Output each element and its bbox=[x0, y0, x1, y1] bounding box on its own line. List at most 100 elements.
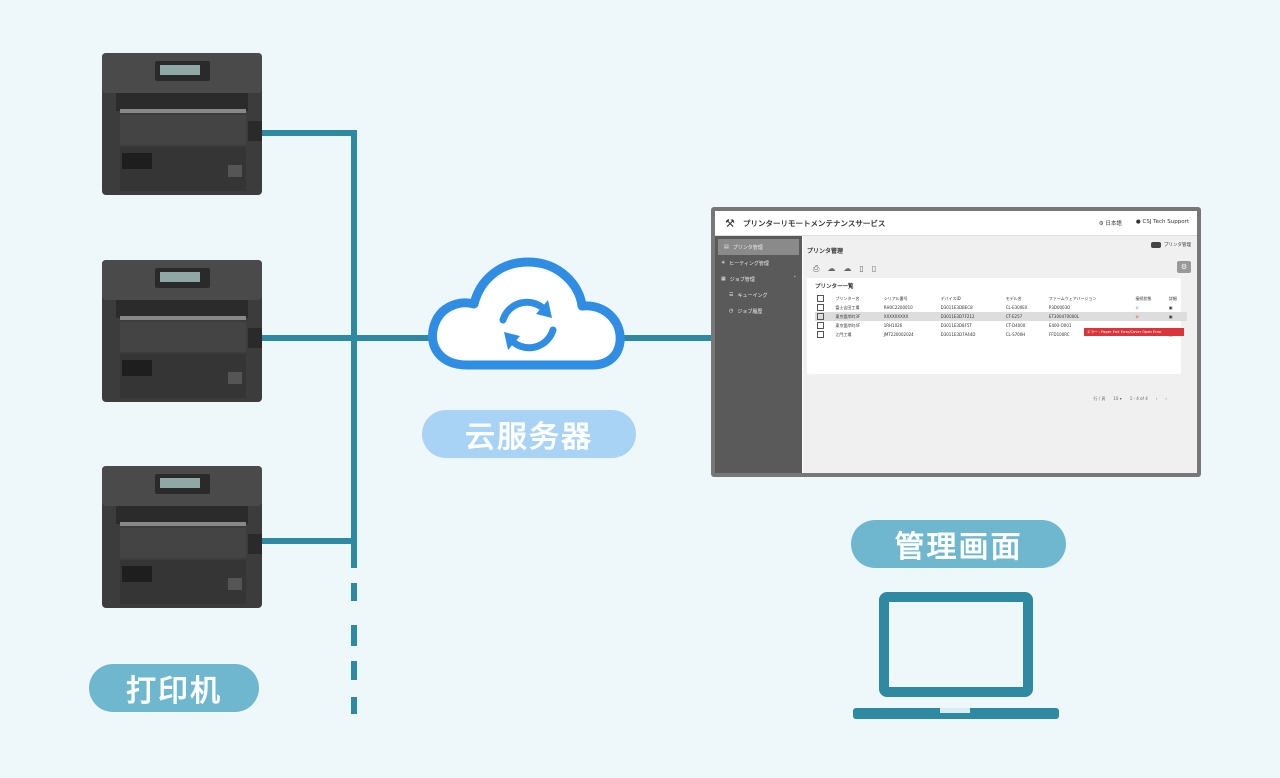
cloud-upload-icon[interactable]: ☁ bbox=[827, 264, 836, 273]
printer-list-panel: プリンター一覧 プリンター名 シリアル番号 デバイスID モデル名 ファームウェ… bbox=[807, 278, 1187, 401]
cell-device: D3011E3DBEC8 bbox=[940, 305, 973, 310]
column-header: デバイスID bbox=[940, 295, 961, 301]
cell-name: 東京霊岸町3F bbox=[833, 312, 882, 321]
cell-firmware: FFD100RC bbox=[1048, 332, 1070, 337]
prev-page-icon[interactable]: ‹ bbox=[1155, 396, 1158, 401]
row-checkbox[interactable] bbox=[815, 312, 834, 321]
sidebar-label: ジョブ履歴 bbox=[737, 308, 763, 315]
toggle-switch[interactable] bbox=[1151, 242, 1161, 248]
printer-table: プリンター名 シリアル番号 デバイスID モデル名 ファームウェアバージョン 接… bbox=[815, 294, 1187, 339]
cloud-download-icon[interactable]: ☁ bbox=[843, 264, 852, 273]
app-title: プリンターリモートメンテナンスサービス bbox=[743, 218, 886, 228]
sidebar-item-jobs[interactable]: ▦ジョブ管理 ˄ bbox=[715, 271, 802, 287]
column-header: 詳細 bbox=[1168, 295, 1177, 301]
file-settings-icon[interactable]: ▯ bbox=[871, 264, 877, 273]
error-tooltip: エラー : Paper End Error/Cover Open Error bbox=[1084, 328, 1184, 336]
language-label: 日本語 bbox=[1105, 221, 1122, 227]
cell-model: CL-E300EX bbox=[1005, 305, 1028, 310]
sidebar-label: プリンタ管理 bbox=[732, 244, 763, 251]
column-header: シリアル番号 bbox=[883, 295, 908, 301]
printer-1 bbox=[102, 53, 262, 195]
job-icon: ▦ bbox=[721, 276, 726, 282]
sync-icon bbox=[499, 298, 557, 352]
snowflake-icon: ✳ bbox=[721, 260, 726, 266]
settings-button[interactable]: ⚙ bbox=[1177, 261, 1191, 273]
monitor: ⚒ プリンターリモートメンテナンスサービス ⚙ 日本語 ● CSJ Tech S… bbox=[711, 207, 1201, 477]
print-icon[interactable]: ⎙ bbox=[813, 264, 820, 273]
cell-firmware: E400-O001 bbox=[1048, 323, 1072, 328]
cell-name: 東京霊岸町4F bbox=[835, 322, 861, 328]
row-checkbox[interactable] bbox=[815, 321, 833, 330]
printer-3 bbox=[102, 466, 262, 608]
chevron-up-icon: ˄ bbox=[793, 276, 797, 282]
toggle-label: プリンタ管理 bbox=[1164, 243, 1191, 248]
cell-device: D3011E3D7F212 bbox=[938, 312, 1004, 321]
printers-label: 打印机 bbox=[89, 664, 259, 712]
column-header[interactable]: プリンター名 bbox=[835, 295, 860, 301]
sidebar-item-heating[interactable]: ✳ヒーティング管理 bbox=[715, 255, 802, 271]
rows-per-page-value: 10 bbox=[1113, 396, 1119, 401]
table-header: プリンター名 シリアル番号 デバイスID モデル名 ファームウェアバージョン 接… bbox=[815, 294, 1187, 303]
user-name: CSJ Tech Support bbox=[1142, 219, 1189, 225]
cell-name: 江門工場 bbox=[835, 331, 852, 337]
sidebar-item-history[interactable]: ◷ジョブ履歴 bbox=[715, 303, 802, 319]
table-row[interactable]: 東京霊岸町4F 1RH1026 D3011E3D8F5T CT-D4000 E4… bbox=[815, 321, 1187, 330]
cell-serial: RH0C2200010 bbox=[883, 305, 913, 310]
sidebar-label: キューイング bbox=[737, 292, 768, 299]
status-ok-icon: ⊘ bbox=[1135, 305, 1139, 310]
sidebar-item-printer-management[interactable]: ▤プリンタ管理 bbox=[718, 239, 799, 255]
sidebar-item-queue[interactable]: ☰キューイング bbox=[715, 287, 802, 303]
cell-model: CT-D4000 bbox=[1005, 323, 1026, 328]
details-icon[interactable]: ▣ bbox=[1166, 312, 1187, 321]
column-header: モデル名 bbox=[1005, 295, 1022, 301]
laptop-icon bbox=[853, 592, 1059, 719]
file-icon[interactable]: ▯ bbox=[859, 264, 864, 273]
row-checkbox[interactable] bbox=[815, 303, 833, 312]
history-icon: ◷ bbox=[729, 308, 734, 314]
rows-per-page-label: 行 / 頁 bbox=[1093, 396, 1106, 401]
cell-model: CL-S700H bbox=[1005, 332, 1026, 337]
sidebar-label: ジョブ管理 bbox=[729, 276, 755, 283]
column-header: ファームウェアバージョン bbox=[1048, 295, 1097, 301]
printer-2 bbox=[102, 260, 262, 402]
status-error-icon: ⊘ bbox=[1133, 312, 1167, 321]
sidebar: ▤プリンタ管理 ✳ヒーティング管理 ▦ジョブ管理 ˄ ☰キューイング ◷ジョブ履歴 bbox=[715, 236, 802, 473]
rows-per-page-select[interactable]: 10 ▾ bbox=[1113, 396, 1122, 401]
cloud-server-label: 云服务器 bbox=[422, 410, 636, 458]
cell-device: D3011E3D8F5T bbox=[940, 323, 972, 328]
printer-icon: ▤ bbox=[724, 244, 729, 250]
admin-screen: ⚒ プリンターリモートメンテナンスサービス ⚙ 日本語 ● CSJ Tech S… bbox=[715, 211, 1197, 473]
printer-toggle[interactable]: プリンタ管理 bbox=[1151, 242, 1191, 248]
toolbar: ⎙ ☁ ☁ ▯ ▯ bbox=[813, 264, 876, 274]
table-row[interactable]: 東京霊岸町3F XXXXXXXXX D3011E3D7F212 CT-E257 … bbox=[815, 312, 1187, 321]
cell-serial: 1RH1026 bbox=[883, 323, 903, 328]
panel-title: プリンター一覧 bbox=[815, 284, 854, 290]
table-row[interactable]: 富士吉田工場 RH0C2200010 D3011E3DBEC8 CL-E300E… bbox=[815, 303, 1187, 312]
cell-name: 富士吉田工場 bbox=[835, 304, 860, 310]
page-title: プリンタ管理 bbox=[807, 248, 844, 255]
column-header: 接続状態 bbox=[1135, 295, 1152, 301]
wrench-logo-icon: ⚒ bbox=[725, 217, 735, 230]
cell-model: CT-E257 bbox=[1003, 312, 1047, 321]
app-header: ⚒ プリンターリモートメンテナンスサービス ⚙ 日本語 ● CSJ Tech S… bbox=[715, 211, 1197, 236]
cell-firmware: ET300470000L bbox=[1046, 312, 1134, 321]
pagination: 行 / 頁 10 ▾ 1 - 4 of 4 ‹ › bbox=[1093, 396, 1167, 402]
cell-serial: JMT220002024 bbox=[883, 332, 914, 337]
cell-serial: XXXXXXXXX bbox=[881, 312, 939, 321]
cell-firmware: P3D0003O bbox=[1048, 305, 1071, 310]
cell-device: D3011E3D7A44D bbox=[940, 332, 976, 337]
queue-icon: ☰ bbox=[729, 292, 734, 298]
page-range: 1 - 4 of 4 bbox=[1129, 396, 1148, 401]
select-all-checkbox[interactable] bbox=[815, 294, 833, 303]
row-checkbox[interactable] bbox=[815, 330, 833, 339]
next-page-icon[interactable]: › bbox=[1165, 396, 1167, 401]
cloud-icon bbox=[428, 257, 625, 370]
language-selector[interactable]: ⚙ 日本語 bbox=[1098, 221, 1122, 227]
main-content: プリンタ管理 プリンタ管理 ⎙ ☁ ☁ ▯ ▯ ⚙ プリンター一覧 プリンター名 bbox=[803, 236, 1197, 473]
details-icon[interactable]: ▣ bbox=[1168, 305, 1173, 310]
sidebar-label: ヒーティング管理 bbox=[729, 260, 769, 267]
admin-screen-label: 管理画面 bbox=[851, 520, 1066, 568]
user-menu[interactable]: ● CSJ Tech Support bbox=[1135, 219, 1189, 225]
